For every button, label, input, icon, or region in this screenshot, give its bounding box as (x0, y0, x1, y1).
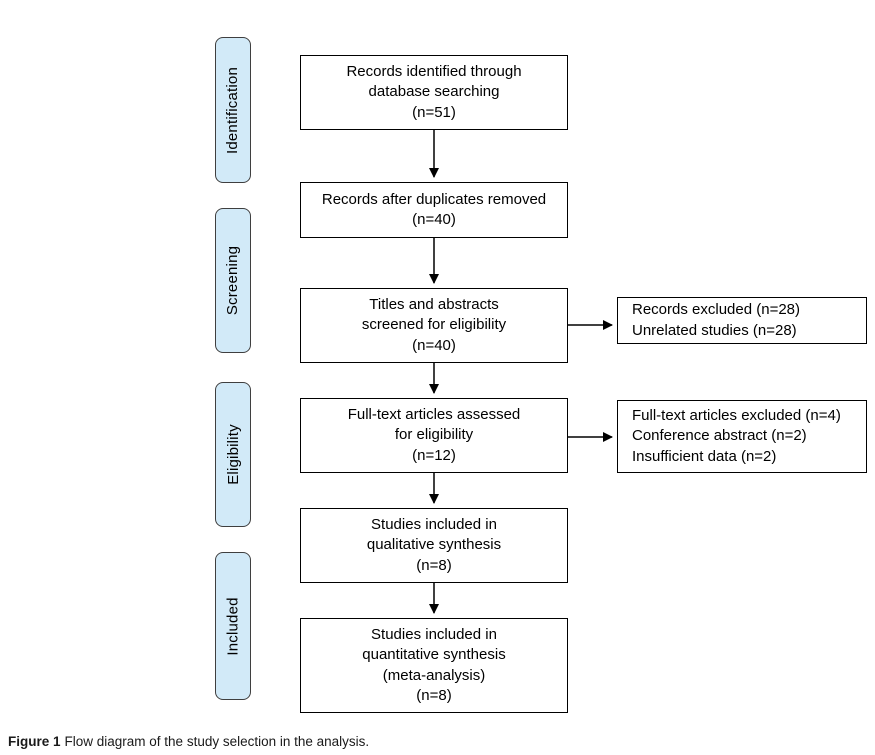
box-duplicates-removed: Records after duplicates removed (n=40) (300, 182, 568, 238)
box-line: (n=40) (412, 211, 456, 228)
stage-screening: Screening (215, 208, 251, 353)
box-line: Records identified through (346, 63, 522, 81)
box-line: Insufficient data (n=2) (632, 447, 777, 465)
box-line: (meta-analysis) (382, 666, 486, 684)
box-line: Studies included in (371, 626, 497, 644)
box-line: screened for eligibility (361, 316, 507, 334)
box-qualitative-synthesis: Studies included in qualitative synthesi… (300, 508, 568, 583)
box-line: Conference abstract (n=2) (632, 427, 807, 445)
stage-label: Identification (224, 66, 242, 154)
stage-included: Included (215, 552, 251, 700)
box-records-identified: Records identified through database sear… (300, 55, 568, 130)
box-line: (n=51) (412, 103, 456, 121)
box-line: Studies included in (371, 516, 497, 534)
box-line: (n=8) (416, 686, 452, 704)
box-fulltext-assessed: Full-text articles assessed for eligibil… (300, 398, 568, 473)
box-line: for eligibility (394, 426, 474, 444)
box-line: (n=40) (412, 336, 456, 354)
box-line: quantitative synthesis (362, 646, 506, 664)
figure-caption-label: Figure 1 (8, 734, 61, 749)
box-line: Records excluded (n=28) (632, 301, 801, 319)
box-line: Records after duplicates removed (321, 190, 547, 208)
box-line: Titles and abstracts (369, 296, 499, 314)
figure-caption-text: Flow diagram of the study selection in t… (64, 734, 370, 749)
stage-label: Screening (224, 245, 242, 316)
box-line: (n=8) (416, 556, 452, 574)
box-quantitative-synthesis: Studies included in quantitative synthes… (300, 618, 568, 713)
stage-identification: Identification (215, 37, 251, 183)
box-line: qualitative synthesis (366, 536, 502, 554)
box-line: Unrelated studies (n=28) (632, 321, 797, 339)
stage-label: Eligibility (224, 424, 242, 485)
box-fulltext-excluded: Full-text articles excluded (n=4) Confer… (617, 400, 867, 473)
box-line: database searching (368, 83, 500, 101)
box-records-excluded: Records excluded (n=28) Unrelated studie… (617, 297, 867, 344)
stage-eligibility: Eligibility (215, 382, 251, 527)
box-line: Full-text articles excluded (n=4) (632, 407, 841, 425)
box-line: Full-text articles assessed (347, 406, 521, 424)
box-titles-abstracts-screened: Titles and abstracts screened for eligib… (300, 288, 568, 363)
stage-label: Included (224, 596, 242, 656)
box-line: (n=12) (412, 446, 456, 464)
